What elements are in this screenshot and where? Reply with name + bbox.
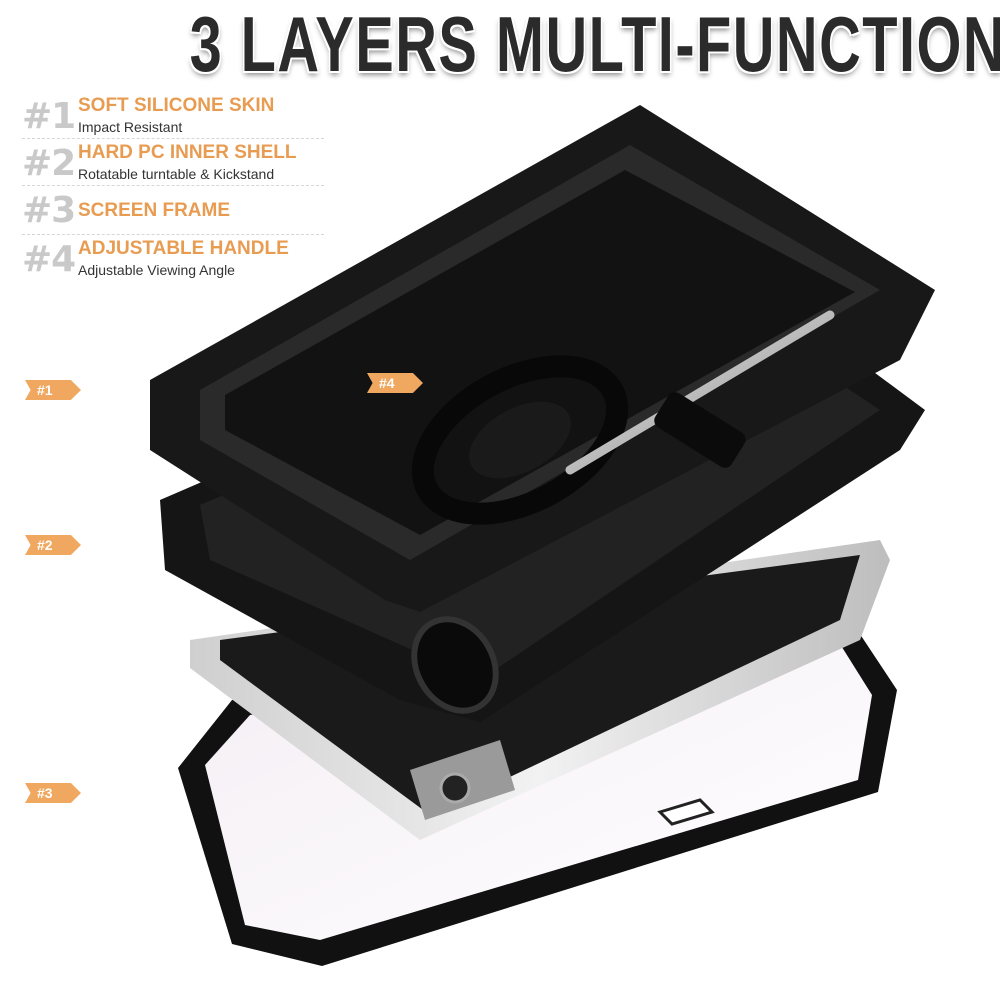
camera-icon [439,772,471,804]
page-title: 3 LAYERS MULTI-FUNCTIONAL CASE [0,4,1000,84]
feature-heading: ADJUSTABLE HANDLE [78,238,289,259]
feature-number: #2 [22,143,76,184]
silicone-skin-layer [150,105,935,612]
feature-item: #3 SCREEN FRAME [22,186,324,235]
badge-layer-3: #3 [25,783,81,803]
feature-number: #4 [22,239,76,280]
feature-subtitle: Impact Resistant [78,119,183,135]
feature-subtitle: Adjustable Viewing Angle [78,262,235,278]
feature-number: #1 [22,96,76,137]
badge-layer-4: #4 [367,373,423,393]
badge-layer-2: #2 [25,535,81,555]
stylus-pen [565,310,835,475]
feature-number: #3 [22,190,76,231]
feature-item: #4 ADJUSTABLE HANDLE Adjustable Viewing … [22,235,324,282]
feature-heading: HARD PC INNER SHELL [78,142,297,163]
title-text: 3 LAYERS MULTI-FUNCTIONAL CASE [189,0,1000,88]
feature-item: #1 SOFT SILICONE SKIN Impact Resistant [22,92,324,139]
feature-item: #2 HARD PC INNER SHELL Rotatable turntab… [22,139,324,186]
feature-heading: SCREEN FRAME [78,200,231,221]
feature-subtitle: Rotatable turntable & Kickstand [78,166,275,182]
feature-heading: SOFT SILICONE SKIN [78,95,275,116]
badge-layer-1: #1 [25,380,81,400]
handle-ring [411,355,629,525]
feature-list: #1 SOFT SILICONE SKIN Impact Resistant #… [22,92,324,282]
